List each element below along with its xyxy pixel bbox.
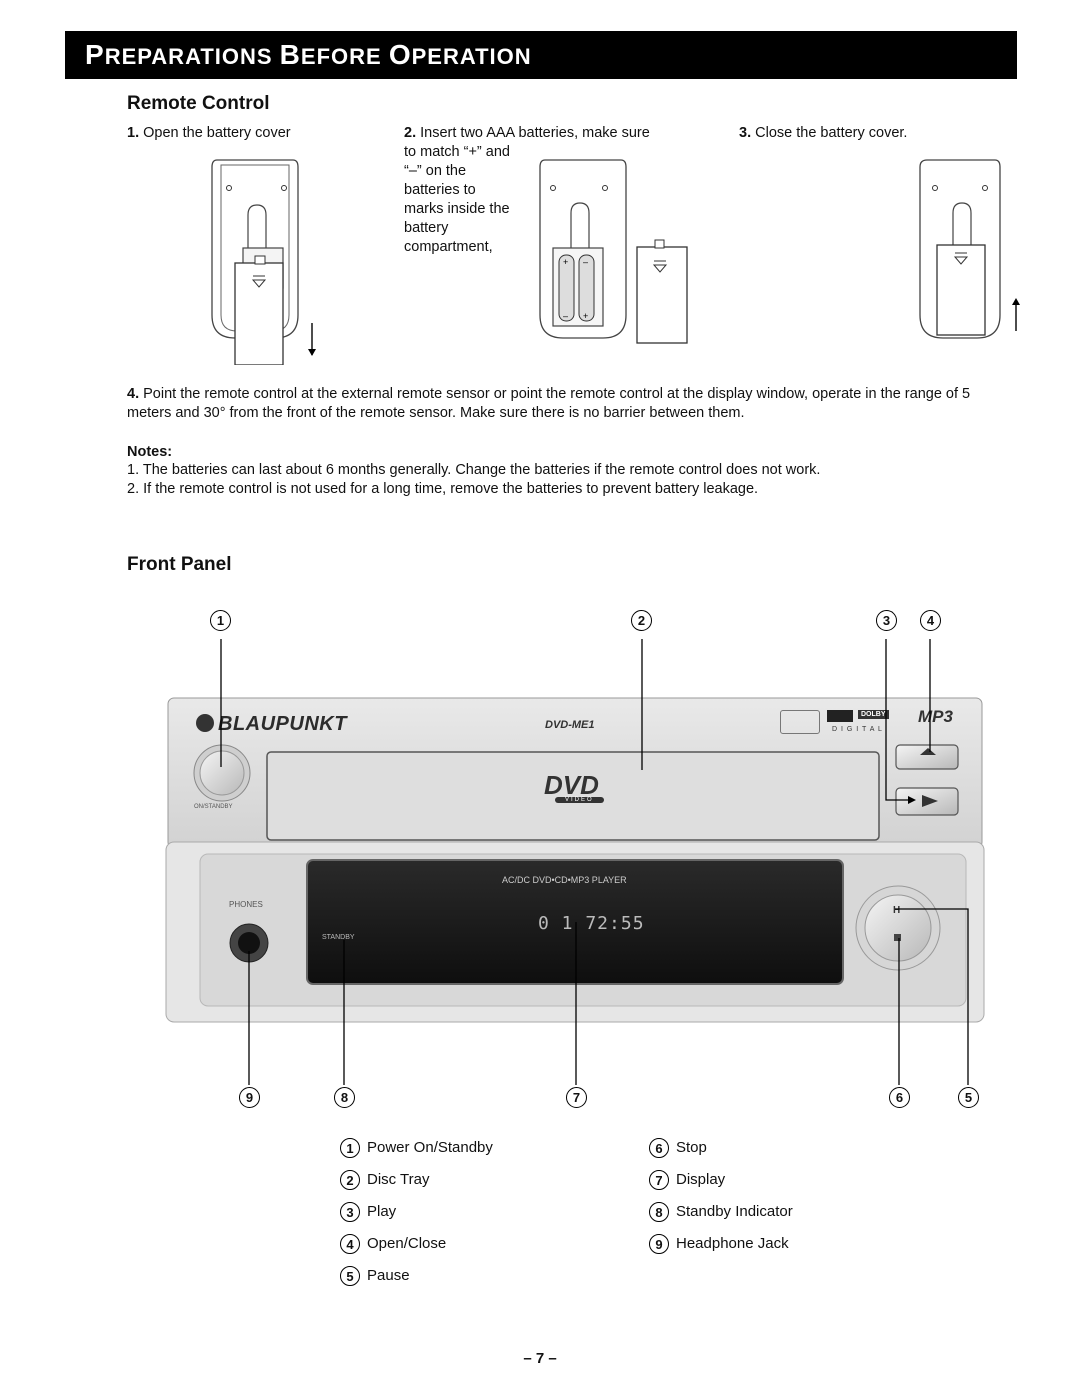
notes-heading: Notes:: [127, 444, 173, 460]
remote-open-cover-illustration: [211, 159, 316, 365]
dolby-double-d-icon: [827, 710, 853, 722]
legend-number: 2: [340, 1170, 360, 1191]
header-initial-p: P: [85, 39, 105, 70]
callout-9: 9: [239, 1087, 260, 1108]
step-2-line: compartment,: [404, 239, 493, 255]
svg-text:H: H: [893, 905, 900, 916]
dvd-player-front-panel: H: [165, 697, 985, 1023]
remote-batteries-illustration: + – – +: [539, 159, 688, 344]
header-word-efore: EFORE: [300, 44, 389, 69]
legend-label: Standby Indicator: [676, 1203, 793, 1220]
display-title: AC/DC DVD•CD•MP3 PLAYER: [502, 875, 627, 885]
dvd-video-label: VIDEO: [555, 797, 604, 803]
legend-item: 9 Headphone Jack: [649, 1233, 789, 1255]
step-2-line: battery: [404, 220, 449, 236]
step-4-number: 4.: [127, 386, 140, 402]
svg-text:–: –: [563, 311, 568, 321]
legend-item: 4 Open/Close: [340, 1233, 446, 1255]
model-label: DVD-ME1: [545, 719, 595, 731]
front-panel-heading: Front Panel: [127, 554, 232, 575]
callout-3: 3: [876, 610, 897, 631]
brand-logo: BLAUPUNKT: [196, 713, 347, 736]
legend-number: 7: [649, 1170, 669, 1191]
legend-number: 3: [340, 1202, 360, 1223]
callout-4: 4: [920, 610, 941, 631]
step-1: 1. Open the battery cover: [127, 124, 291, 143]
step-3-number: 3.: [739, 125, 752, 141]
header-initial-b: B: [279, 39, 301, 70]
note-1: 1. The batteries can last about 6 months…: [127, 462, 821, 478]
brand-name: BLAUPUNKT: [218, 713, 347, 735]
display-readout: 0 1 72:55: [538, 913, 645, 934]
brand-dot-icon: [196, 714, 214, 732]
step-2-line: to match “+” and: [404, 144, 510, 160]
phones-label: PHONES: [229, 900, 263, 909]
legend-item: 1 Power On/Standby: [340, 1137, 493, 1159]
standby-indicator-label: STANDBY: [322, 934, 355, 941]
step-2-line: “–” on the: [404, 163, 467, 179]
legend-item: 3 Play: [340, 1201, 396, 1223]
header-word-peration: PERATION: [411, 44, 532, 69]
mp3-logo: MP3: [918, 707, 953, 726]
legend-item: 6 Stop: [649, 1137, 707, 1159]
step-1-number: 1.: [127, 125, 140, 141]
legend-number: 1: [340, 1138, 360, 1159]
legend-item: 7 Display: [649, 1169, 725, 1191]
remote-close-cover-illustration: [919, 159, 1020, 339]
legend-number: 5: [340, 1266, 360, 1287]
disc-logo-icon: [780, 710, 820, 734]
legend-number: 9: [649, 1234, 669, 1255]
callout-6: 6: [889, 1087, 910, 1108]
svg-text:+: +: [583, 311, 588, 321]
legend-number: 4: [340, 1234, 360, 1255]
remote-control-heading: Remote Control: [127, 93, 270, 114]
legend-label: Disc Tray: [367, 1171, 430, 1188]
callout-5: 5: [958, 1087, 979, 1108]
legend-item: 5 Pause: [340, 1265, 410, 1287]
step-4: 4. Point the remote control at the exter…: [127, 385, 1007, 423]
note-2: 2. If the remote control is not used for…: [127, 481, 759, 497]
step-1-text: Open the battery cover: [139, 125, 291, 141]
legend-number: 8: [649, 1202, 669, 1223]
step-2: 2. Insert two AAA batteries, make sure t…: [404, 124, 694, 257]
step-3-text: Close the battery cover.: [751, 125, 908, 141]
callout-8: 8: [334, 1087, 355, 1108]
callout-2: 2: [631, 610, 652, 631]
step-4-text: Point the remote control at the external…: [127, 386, 971, 421]
legend-label: Open/Close: [367, 1235, 447, 1252]
svg-text:–: –: [583, 257, 588, 267]
callout-7: 7: [566, 1087, 587, 1108]
legend-label: Pause: [367, 1267, 410, 1284]
legend-label: Headphone Jack: [676, 1235, 789, 1252]
callout-1: 1: [210, 610, 231, 631]
callout-leader-lines: [220, 639, 969, 1085]
svg-text:+: +: [563, 257, 568, 267]
legend-item: 8 Standby Indicator: [649, 1201, 793, 1223]
step-2-line: marks inside the: [404, 201, 510, 217]
step-3: 3. Close the battery cover.: [739, 124, 907, 143]
legend-item: 2 Disc Tray: [340, 1169, 430, 1191]
legend-label: Power On/Standby: [367, 1139, 493, 1156]
step-2-line: batteries to: [404, 182, 476, 198]
header-word-reparations: REPARATIONS: [104, 44, 280, 69]
legend-label: Display: [676, 1171, 726, 1188]
power-button-label: ON/STANDBY: [194, 804, 233, 810]
legend-label: Stop: [676, 1139, 707, 1156]
dolby-label: DOLBY: [858, 710, 889, 719]
step-2-number: 2.: [404, 125, 417, 141]
legend-label: Play: [367, 1203, 397, 1220]
dvd-logo: DVD: [544, 770, 599, 800]
step-2-line: Insert two AAA batteries, make sure: [416, 125, 650, 141]
page-header: PREPARATIONS BEFORE OPERATION: [65, 31, 1017, 79]
digital-label: D I G I T A L: [832, 726, 883, 733]
header-initial-o: O: [388, 39, 412, 70]
legend-number: 6: [649, 1138, 669, 1159]
page-number: – 7 –: [523, 1350, 557, 1367]
